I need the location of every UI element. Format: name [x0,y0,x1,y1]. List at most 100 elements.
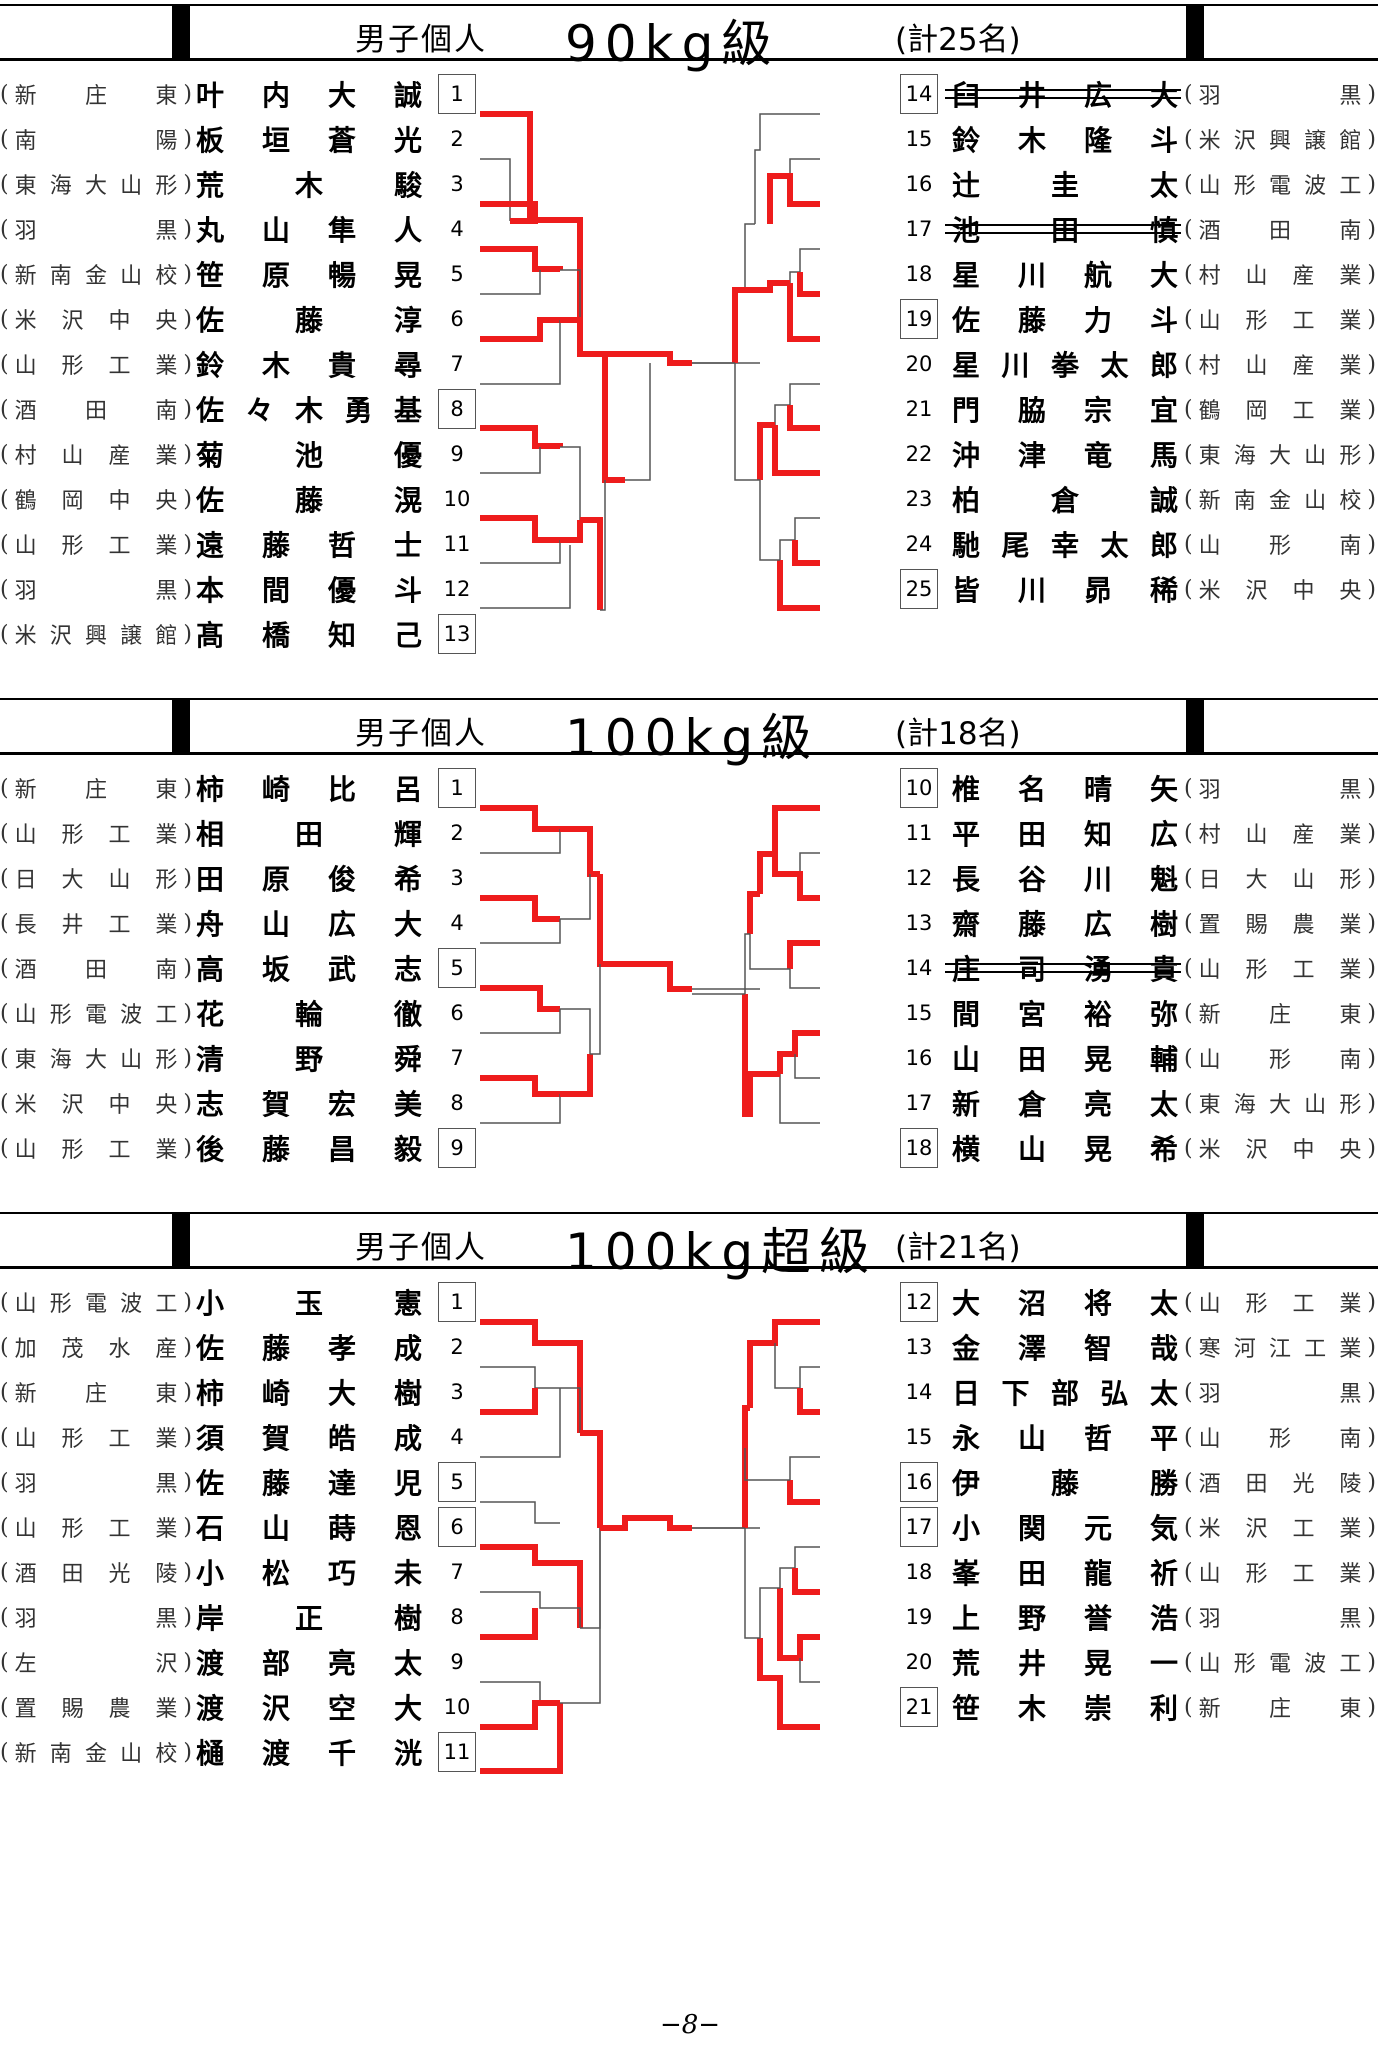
player-name: 花輪徹 [196,998,422,1031]
player-name: 須賀皓成 [196,1422,422,1455]
bracket-line [799,1658,820,1683]
draw-number: 7 [450,1046,464,1070]
player-name: 髙橋知己 [196,619,422,652]
player-school: (村山産業) [1184,351,1376,380]
bracket-line [480,1094,561,1124]
player-name: 山田晃輔 [952,1043,1178,1076]
draw-number: 24 [905,532,933,556]
draw-number: 14 [905,1380,933,1404]
player-school: (酒田南) [0,396,192,425]
winner-line [480,1319,560,1346]
player-school: (新庄東) [0,81,192,110]
draw-number: 13 [905,911,933,935]
player-school: (米沢興譲館) [0,621,192,650]
header-rule-bottom [0,752,1378,755]
header-block-right [1186,1212,1204,1269]
player-school: (新庄東) [0,1379,192,1408]
player-name: 佐藤淳 [196,304,422,337]
withdrawn-strike [945,97,1181,99]
draw-number: 16 [900,1462,938,1502]
player-school: (山形工業) [0,1424,192,1453]
bracket-line [779,1074,820,1124]
draw-number: 4 [450,911,464,935]
draw-number: 14 [905,956,933,980]
player-school: (山形南) [1184,1045,1376,1074]
draw-number: 8 [450,1605,464,1629]
draw-number: 16 [905,1046,933,1070]
player-name: 佐藤力斗 [952,304,1178,337]
winner-line [777,1588,820,1661]
draw-number: 25 [900,569,938,609]
player-name: 永山哲平 [952,1422,1178,1455]
player-school: (山形南) [1184,1424,1376,1453]
player-school: (東海大山形) [1184,1090,1376,1119]
draw-number: 9 [450,1650,464,1674]
bracket-line [774,1343,820,1389]
draw-number: 18 [905,1560,933,1584]
player-school: (山形工業) [0,1514,192,1543]
entrant-count: (計25名) [895,22,1021,58]
draw-number: 5 [438,1462,476,1502]
header-block-right [1186,698,1204,755]
player-name: 佐々木勇基 [196,394,422,427]
bracket-line [789,1456,820,1480]
player-school: (米沢興譲館) [1184,126,1376,155]
bracket-line [779,1546,820,1588]
bracket-line [560,1387,581,1433]
draw-number: 2 [450,821,464,845]
player-school: (山形工業) [1184,955,1376,984]
winner-line [792,1568,820,1595]
player-name: 大沼将太 [952,1287,1178,1320]
draw-number: 14 [900,74,938,114]
bracket-line [744,223,755,290]
bracket-line [480,1681,541,1703]
bracket-line [790,852,820,875]
player-name: 清野舜 [196,1043,422,1076]
player-school: (新南金山校) [0,261,192,290]
header-rule-bottom [0,58,1378,61]
entrant-count: (計18名) [895,716,1021,752]
player-school: (新南金山校) [0,1739,192,1768]
player-name: 齋藤広樹 [952,908,1178,941]
winner-line [757,805,820,894]
winner-line [480,1608,538,1640]
draw-number: 10 [443,1695,471,1719]
bracket-line [480,919,561,944]
player-name: 菊池優 [196,439,422,472]
player-name: 柿崎比呂 [196,773,422,806]
player-school: (村山産業) [1184,820,1376,849]
player-school: (羽黒) [1184,775,1376,804]
bracket-line [590,964,601,1055]
withdrawn-strike [945,963,1181,965]
draw-number: 17 [905,217,933,241]
player-name: 沖津竜馬 [952,439,1178,472]
player-name: 本間優斗 [196,574,422,607]
draw-number: 10 [900,768,938,808]
draw-number: 22 [905,442,933,466]
player-name: 柿崎大樹 [196,1377,422,1410]
player-name: 間宮裕弥 [952,998,1178,1031]
player-name: 荒井晃一 [952,1647,1178,1680]
draw-number: 1 [438,74,476,114]
bracket-line [759,1587,780,1638]
winner-line [480,1700,560,1730]
winner-line [600,1515,692,1531]
category-label: 男子個人 [355,716,487,752]
winner-line [580,1430,603,1528]
